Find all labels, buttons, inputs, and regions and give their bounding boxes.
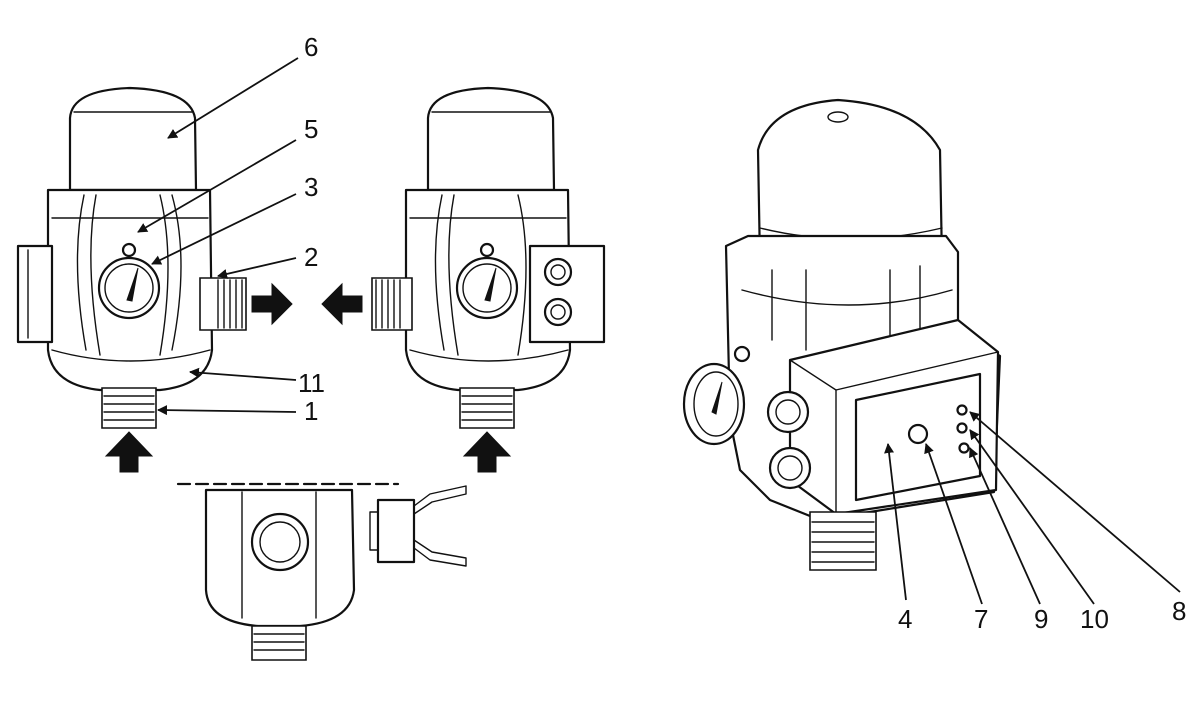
right-3d-unit [682,98,1002,571]
reset-button [907,423,929,445]
right-gauge [682,362,746,446]
led-bottom [958,442,970,454]
label-10: 10 [1080,604,1109,634]
middle-terminal-box [528,244,606,344]
label-5: 5 [304,114,318,144]
label-3: 3 [304,172,318,202]
left-out-arrow [251,282,293,326]
left-cap [68,86,198,192]
left-gauge [97,256,161,320]
right-inlet-thread [809,511,877,571]
left-in-arrow [104,431,154,473]
label-6: 6 [304,32,318,62]
middle-gauge [455,256,519,320]
middle-cap [426,86,556,192]
label-2: 2 [304,242,318,272]
right-dome [756,98,944,264]
label-8: 8 [1172,596,1186,626]
middle-in-arrow [462,431,512,473]
middle-outlet-thread [371,277,413,331]
bottom-detail-view [176,482,467,661]
label-7: 7 [974,604,988,634]
label-1: 1 [304,396,318,426]
part-labels: 6 5 3 2 11 1 4 7 9 10 8 [298,32,1186,634]
left-outlet-thread [199,277,247,331]
middle-unit [321,86,606,473]
led-mid [956,422,968,434]
leader-lines [137,57,1181,605]
led-top [956,404,968,416]
label-11: 11 [298,368,325,398]
label-4: 4 [898,604,912,634]
left-unit [16,86,293,473]
middle-out-arrow [321,282,363,326]
left-inlet-thread [101,387,157,429]
label-9: 9 [1034,604,1048,634]
